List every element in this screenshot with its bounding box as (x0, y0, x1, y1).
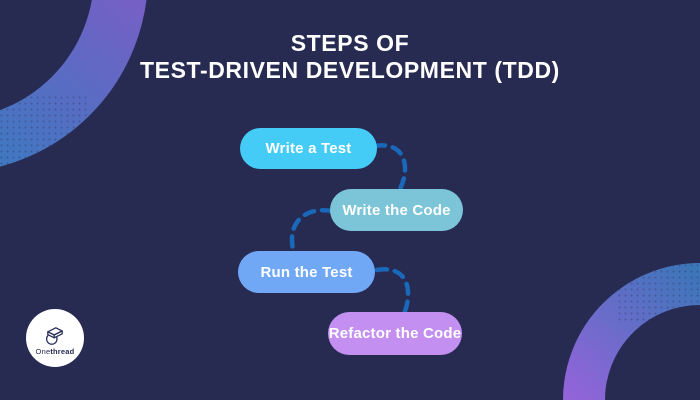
step-label: Run the Test (260, 263, 353, 281)
step-label: Write a Test (265, 140, 352, 157)
onethread-cube-icon (45, 326, 63, 345)
connector-dashed-arc-2 (289, 207, 335, 256)
page-title-line1: STEPS OF (290, 30, 410, 56)
step-pill-write-the-code: Write the Code (330, 189, 463, 231)
bottom-right-arc-decoration (563, 263, 700, 400)
page-title: STEPS OF TEST-DRIVEN DEVELOPMENT (TDD) (0, 30, 700, 84)
connector-dashed-arc-3 (374, 267, 411, 317)
step-pill-run-the-test: Run the Test (238, 251, 375, 293)
dot-grid-top-left (0, 95, 90, 185)
step-label: Write the Code (342, 201, 451, 219)
step-pill-write-a-test: Write a Test (240, 128, 377, 169)
page-title-line2: TEST-DRIVEN DEVELOPMENT (TDD) (140, 57, 560, 83)
onethread-logo: Onethread (26, 309, 84, 367)
onethread-wordmark: Onethread (35, 346, 75, 356)
connector-dashed-arc-1 (372, 143, 408, 194)
step-pill-refactor-the-code: Refactor the Code (328, 312, 462, 355)
step-label: Refactor the Code (328, 325, 462, 342)
dot-grid-bottom-right (615, 248, 700, 323)
